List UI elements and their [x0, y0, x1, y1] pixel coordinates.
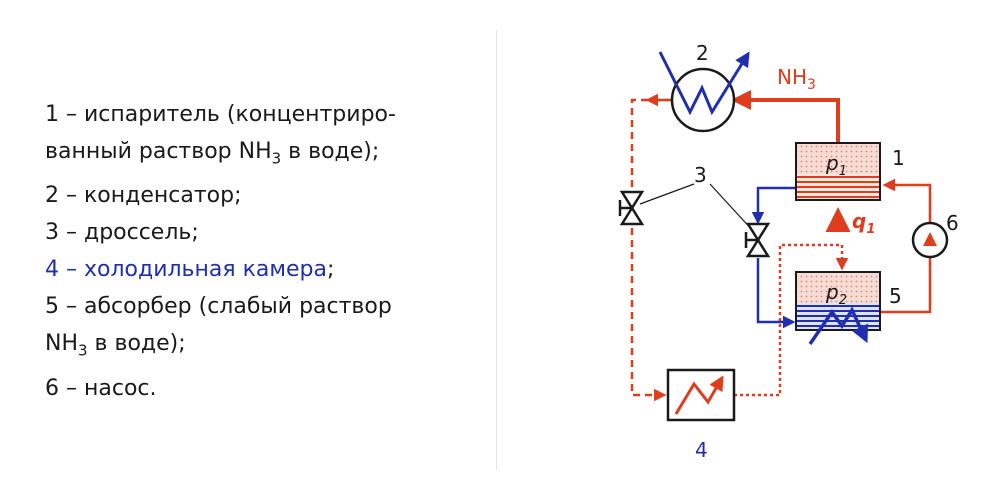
legend-item-4: 4 – холодильная камера;	[45, 251, 396, 288]
vapor-line	[731, 90, 840, 142]
p2-sub: 2	[839, 293, 847, 308]
legend-item-1b-post: в воде);	[281, 139, 380, 164]
legend-item-1: 1 – испаритель (концентриро-	[45, 96, 396, 133]
p1-sub: 1	[839, 164, 847, 179]
legend-item-6: 6 – насос.	[45, 375, 157, 401]
throttle-valve-left	[618, 190, 645, 226]
cold-chamber-coil-icon	[674, 375, 724, 415]
legend-item-5b-post: в воде);	[87, 331, 186, 357]
cold-chamber-label: 4	[695, 438, 708, 462]
throttle-valve-right	[744, 222, 771, 258]
legend-item-5: 5 – абсорбер (слабый раствор	[45, 294, 392, 320]
throttle-label: 3	[694, 163, 707, 187]
pump-label: 6	[946, 211, 959, 235]
throttle-leader-left	[639, 183, 695, 205]
solution-line-right-up	[882, 178, 932, 222]
legend-item-1b-sub: 3	[271, 149, 282, 168]
legend-item-1-cont: ванный раствор NH3 в воде);	[45, 133, 396, 177]
legend: 1 – испаритель (концентриро- ванный раст…	[45, 96, 396, 407]
absorber-coil-icon	[808, 306, 869, 345]
q1-sub: 1	[866, 222, 875, 237]
legend-item-2: 2 – конденсатор;	[45, 183, 242, 209]
condenser	[658, 51, 750, 133]
nh3-base: NH	[777, 65, 807, 89]
pump-arrow-icon	[923, 232, 937, 246]
weak-solution-line	[751, 186, 796, 225]
legend-item-5b-text: NH	[45, 331, 78, 357]
q1-label: q1	[852, 209, 875, 237]
divider	[496, 30, 497, 470]
absorber-label: 5	[889, 284, 902, 308]
nh3-label: NH3	[777, 65, 816, 93]
legend-item-1-text: 1 – испаритель (концентриро-	[45, 102, 396, 127]
cold-chamber	[666, 368, 736, 422]
condenser-coil-icon	[658, 51, 750, 116]
condenser-label: 2	[696, 41, 709, 65]
pump	[911, 221, 949, 259]
legend-item-5-cont: NH3 в воде);	[45, 325, 396, 369]
legend-item-1b-text: ванный раствор NH	[45, 139, 272, 164]
nh3-sub: 3	[807, 77, 816, 93]
q1-base: q	[852, 209, 866, 233]
liquid-line-left	[630, 98, 672, 402]
throttle-leader-right	[709, 183, 755, 233]
generator	[795, 142, 881, 201]
legend-item-3: 3 – дроссель;	[45, 220, 199, 246]
p2-base: p	[825, 280, 839, 304]
solution-line-right	[880, 258, 932, 314]
p1-label: p1	[825, 151, 847, 179]
weak-solution-line-down	[756, 258, 796, 329]
legend-item-4-post: ;	[326, 257, 335, 283]
p1-base: p	[825, 151, 839, 175]
generator-label: 1	[892, 146, 905, 170]
legend-item-5b-sub: 3	[78, 341, 88, 360]
legend-item-4-text: 4 – холодильная камера	[45, 257, 327, 283]
evaporated-vapor-line	[734, 243, 849, 397]
p2-label: p2	[825, 280, 847, 308]
absorber	[795, 271, 881, 345]
